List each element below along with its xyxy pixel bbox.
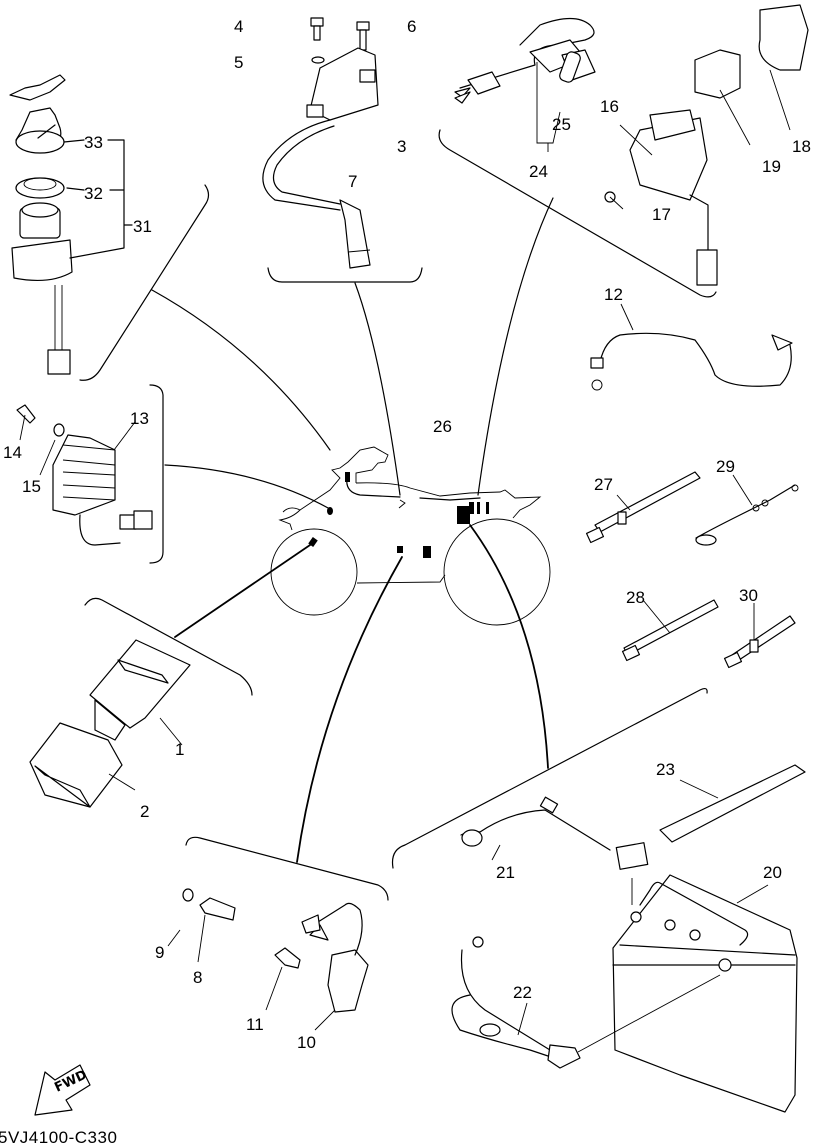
callout-20: 20 xyxy=(763,863,782,882)
callout-30: 30 xyxy=(739,586,758,605)
callout-23: 23 xyxy=(656,760,675,779)
callout-2: 2 xyxy=(140,802,149,821)
sensor-group xyxy=(167,888,369,1031)
callout-11: 11 xyxy=(246,1015,264,1034)
callout-33: 33 xyxy=(84,133,103,152)
callout-28: 28 xyxy=(626,588,645,607)
callout-27: 27 xyxy=(594,475,613,494)
cable-ties-group xyxy=(585,471,799,669)
callout-16: 16 xyxy=(600,97,619,116)
callout-5: 5 xyxy=(234,53,243,72)
callout-3: 3 xyxy=(397,137,406,156)
callout-7: 7 xyxy=(348,172,357,191)
lead-wire-12 xyxy=(590,303,793,391)
callout-6: 6 xyxy=(407,17,416,36)
battery-group xyxy=(451,764,806,1113)
callout-13: 13 xyxy=(130,409,149,428)
callout-17: 17 xyxy=(652,205,671,224)
callout-18: 18 xyxy=(792,137,811,156)
callout-10: 10 xyxy=(297,1033,316,1052)
callout-8: 8 xyxy=(193,968,202,987)
callout-19: 19 xyxy=(762,157,781,176)
starter-relay-group xyxy=(454,4,809,286)
drawing-code: 5VJ4100-C330 xyxy=(0,1128,118,1147)
callout-31: 31 xyxy=(133,217,152,236)
callout-26: 26 xyxy=(433,417,452,436)
callout-22: 22 xyxy=(513,983,532,1002)
main-switch-assembly xyxy=(9,74,133,375)
cdi-unit-group xyxy=(29,639,191,808)
group-brackets xyxy=(79,129,717,901)
callout-labels: 1 2 3 4 5 6 7 8 9 10 11 12 13 14 15 16 1… xyxy=(3,17,811,1052)
forward-direction-arrow: FWD xyxy=(34,1064,91,1116)
callout-14: 14 xyxy=(3,443,22,462)
callout-24: 24 xyxy=(529,162,548,181)
callout-15: 15 xyxy=(22,477,41,496)
leader-wires xyxy=(151,197,554,863)
callout-1: 1 xyxy=(175,740,184,759)
callout-9: 9 xyxy=(155,943,164,962)
callout-12: 12 xyxy=(604,285,623,304)
callout-4: 4 xyxy=(234,17,243,36)
callout-21: 21 xyxy=(496,863,515,882)
rectifier-regulator-group xyxy=(16,404,153,546)
callout-32: 32 xyxy=(84,184,103,203)
callout-25: 25 xyxy=(552,115,571,134)
ignition-coil-assembly xyxy=(262,17,379,269)
harness-clip-icon xyxy=(345,472,350,482)
motorcycle-silhouette xyxy=(270,446,551,626)
callout-28-29-label: 29 xyxy=(716,457,735,476)
